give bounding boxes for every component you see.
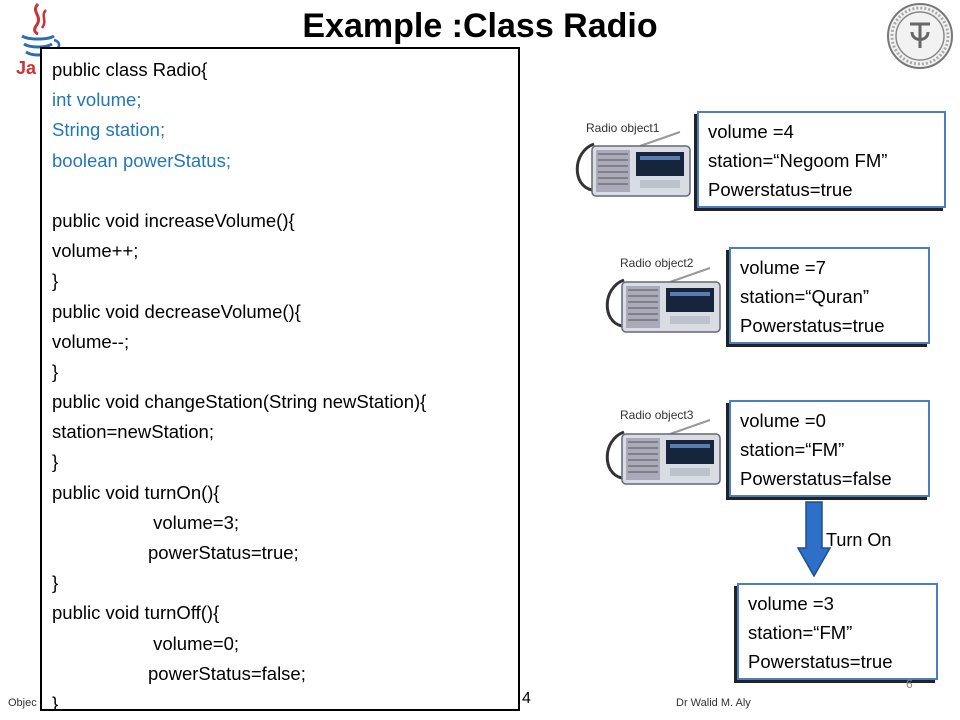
footer-course: Objec	[8, 697, 37, 709]
code-line: }	[52, 692, 59, 711]
object3-state-box: volume =0 station=“FM” Powerstatus=false	[729, 400, 930, 497]
state-station: station=“FM”	[748, 622, 853, 643]
code-line: volume=3;	[148, 511, 240, 533]
college-emblem-icon	[887, 3, 953, 69]
footer-author: Dr Walid M. Aly	[676, 697, 751, 709]
code-line: public void decreaseVolume(){	[52, 300, 301, 322]
state-volume: volume =0	[740, 410, 826, 431]
radio-icon	[575, 131, 691, 197]
state-station: station=“FM”	[740, 439, 845, 460]
code-line: }	[52, 451, 59, 473]
object2-state-box: volume =7 station=“Quran” Powerstatus=tr…	[729, 247, 930, 344]
down-arrow-icon	[796, 501, 832, 578]
state-volume: volume =4	[708, 121, 794, 142]
svg-text:Ja: Ja	[16, 58, 37, 78]
slide-title: Example :Class Radio	[302, 7, 658, 45]
code-line: powerStatus=true;	[148, 542, 299, 563]
code-line: public void increaseVolume(){	[52, 209, 295, 231]
code-line: public class Radio{	[52, 59, 208, 80]
state-power: Powerstatus=false	[740, 468, 892, 489]
result-state-box: volume =3 station=“FM” Powerstatus=true	[737, 583, 938, 680]
code-line: volume--;	[52, 330, 130, 352]
code-line: public void turnOn(){	[52, 481, 220, 503]
code-line: public void changeStation(String newStat…	[52, 391, 427, 413]
code-line: }	[52, 360, 59, 382]
code-line: volume++;	[52, 240, 139, 262]
code-line: powerStatus=false;	[148, 662, 306, 684]
code-line: public void turnOff(){	[52, 602, 220, 624]
radio-icon	[605, 267, 721, 333]
code-line: }	[52, 572, 59, 594]
state-station: station=“Negoom FM”	[708, 150, 888, 171]
footer-middle: 4	[522, 690, 531, 707]
state-volume: volume =7	[740, 257, 826, 278]
java-logo-icon: Ja	[16, 2, 61, 78]
state-power: Powerstatus=true	[740, 315, 885, 336]
transition-label: Turn On	[826, 530, 892, 550]
state-station: station=“Quran”	[740, 286, 870, 307]
code-line: }	[52, 270, 59, 292]
code-line: boolean powerStatus;	[52, 149, 231, 171]
state-power: Powerstatus=true	[708, 179, 853, 200]
radio-object-label: Radio object2	[620, 256, 694, 270]
code-line: volume=0;	[148, 632, 240, 654]
state-power: Powerstatus=true	[748, 651, 893, 672]
radio-object-label: Radio object3	[620, 408, 694, 422]
state-volume: volume =3	[748, 593, 834, 614]
code-line: station=newStation;	[52, 421, 214, 443]
radio-object-label: Radio object1	[586, 121, 660, 135]
code-line	[52, 176, 518, 206]
page-number: 6	[906, 677, 913, 691]
code-line: String station;	[52, 119, 166, 141]
object1-state-box: volume =4 station=“Negoom FM” Powerstatu…	[697, 111, 946, 208]
class-code-block: public class Radio{ int volume; String sta…	[40, 47, 520, 711]
radio-icon	[605, 419, 721, 485]
code-line: int volume;	[52, 89, 142, 111]
